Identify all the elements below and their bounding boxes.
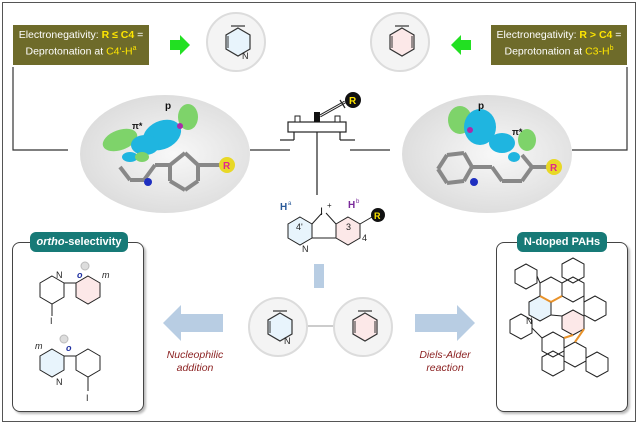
left-reaction-line2: addition — [176, 362, 214, 374]
right-orbital-r: R — [550, 163, 558, 174]
bottom-pyridyne-n: N — [284, 336, 291, 346]
right-deprot-sup: b — [609, 45, 614, 52]
right-deprot-site: C3-H — [585, 45, 610, 58]
bottom-benzyne-bubble — [333, 297, 393, 357]
right-reaction-line2: reaction — [426, 362, 464, 374]
ortho1-n: N — [56, 270, 63, 280]
ortho2-n: N — [56, 377, 63, 387]
center-iodonium-molecule: I + H a H b 4' 3 4 N R — [280, 199, 385, 254]
ortho2-m: m — [35, 341, 43, 351]
diels-alder-label: Diels-Alder reaction — [410, 349, 480, 375]
n-doped-pah-molecule: N — [509, 257, 609, 378]
left-deprot-site: C4'-H — [106, 45, 133, 58]
figure-frame — [2, 2, 636, 422]
switch-icon: R — [280, 92, 361, 195]
left-orbital-model — [80, 95, 250, 213]
right-reaction-line1: Diels-Alder — [419, 349, 471, 361]
nucleophilic-addition-label: Nucleophilic addition — [160, 349, 230, 375]
center-c4: 4 — [362, 233, 367, 243]
center-r: R — [374, 211, 381, 221]
left-condition-box: Electronegativity: R ≤ C4 = Deprotonatio… — [13, 25, 149, 65]
right-cond-text: Electronegativity: — [496, 29, 580, 41]
blue-arrow-left-icon — [163, 305, 223, 341]
ortho1-o: o — [77, 270, 83, 280]
bubble-connector — [305, 325, 335, 327]
center-hb: H — [348, 200, 355, 211]
ortho-molecule-2: N o m I — [35, 334, 101, 403]
pyridyne-icon: N — [225, 25, 251, 61]
ortho-molecule-1: N o m I — [39, 261, 110, 326]
left-cond-text: Electronegativity: — [18, 29, 102, 41]
left-orbital-pistar: π* — [132, 121, 143, 131]
down-arrow-stub — [314, 264, 324, 288]
center-ha-sup: a — [288, 201, 292, 207]
center-iodine: I — [320, 206, 323, 218]
ortho-selectivity-tag: ortho-selectivity — [30, 232, 128, 252]
ortho1-i: I — [50, 316, 53, 326]
ortho-tag-italic: ortho — [36, 236, 65, 248]
center-charge: + — [327, 201, 332, 210]
right-orbital-render: R p π* — [436, 101, 562, 186]
benzyne-icon — [389, 25, 415, 57]
left-orbital-render: R p π* — [102, 101, 235, 192]
bottom-pyridyne-bubble: N — [248, 297, 308, 357]
green-arrow-right-icon — [170, 35, 190, 55]
left-deprot-sup: a — [132, 45, 137, 52]
top-pyridyne-bubble: N — [206, 12, 266, 72]
blue-arrow-right-icon — [415, 305, 475, 341]
switch-r-label: R — [349, 96, 357, 107]
right-cond-highlight: R > C4 — [579, 29, 613, 41]
left-orbital-p: p — [165, 101, 171, 112]
center-hb-sup: b — [356, 199, 360, 205]
center-n: N — [302, 244, 309, 254]
benzyne-icon — [352, 310, 378, 342]
top-pyridyne-n: N — [242, 51, 249, 61]
ortho1-m: m — [102, 270, 110, 280]
pah-n: N — [526, 316, 533, 326]
right-orbital-pistar: π* — [512, 127, 523, 137]
left-cond-suffix: = — [134, 29, 144, 41]
right-deprot-text: Deprotonation at — [504, 45, 586, 58]
left-orbital-r: R — [223, 161, 231, 172]
pyridyne-icon: N — [267, 310, 293, 346]
ortho2-i: I — [86, 393, 89, 403]
right-cond-suffix: = — [612, 29, 622, 41]
ortho-tag-rest: -selectivity — [64, 236, 122, 248]
left-cond-highlight: R ≤ C4 — [101, 29, 135, 41]
center-ha: H — [280, 202, 287, 213]
left-reaction-line1: Nucleophilic — [166, 349, 224, 361]
ortho2-o: o — [66, 343, 72, 353]
right-condition-box: Electronegativity: R > C4 = Deprotonatio… — [491, 25, 627, 65]
left-deprot-text: Deprotonation at — [25, 45, 107, 58]
center-c4prime: 4' — [296, 222, 303, 232]
right-orbital-p: p — [478, 101, 484, 112]
top-benzyne-bubble — [370, 12, 430, 72]
green-arrow-left-icon — [451, 35, 471, 55]
center-c3: 3 — [346, 222, 351, 232]
n-doped-pahs-tag: N-doped PAHs — [517, 232, 607, 252]
